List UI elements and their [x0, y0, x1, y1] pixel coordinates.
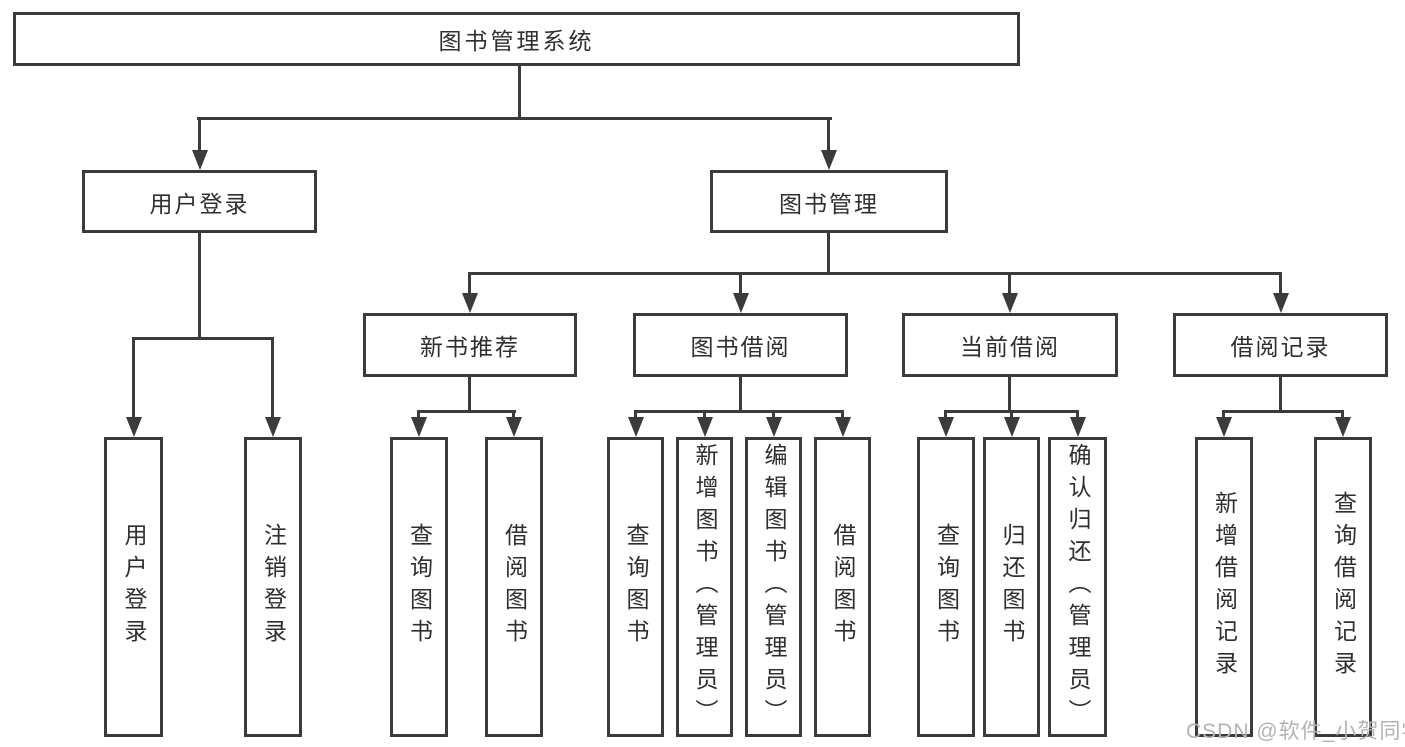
arrow-down-to-leaf-borrow-books-recommend	[512, 410, 515, 417]
node-new-book-recommend: 新书推荐	[363, 313, 577, 377]
arrow-down-to-leaf-return-books	[1010, 410, 1013, 417]
leaf-label: 确认归还（管理员）	[1065, 443, 1091, 731]
connector-user-login-bus	[132, 337, 274, 340]
leaf-label: 查询图书	[623, 523, 649, 651]
connector-current-borrowing-stub	[1008, 377, 1011, 413]
leaf-query-borrow-record: 查询借阅记录	[1314, 437, 1372, 737]
connector-book-borrowing-bus	[634, 410, 844, 413]
arrow-down-to-new-book-recommend	[468, 272, 471, 293]
leaf-label: 查询借阅记录	[1330, 491, 1357, 683]
leaf-query-books-recommend: 查询图书	[390, 437, 448, 737]
leaf-label: 编辑图书（管理员）	[761, 443, 787, 731]
connector-level2-bus	[197, 117, 832, 120]
leaf-query-books-current: 查询图书	[917, 437, 975, 737]
arrow-down-to-leaf-confirm-return	[1076, 410, 1079, 417]
leaf-label: 注销登录	[260, 523, 287, 651]
node-book-borrowing: 图书借阅	[633, 313, 848, 377]
leaf-confirm-return-admin: 确认归还（管理员）	[1048, 437, 1107, 737]
node-borrowing-records: 借阅记录	[1173, 313, 1388, 377]
leaf-borrow-books-borrowing: 借阅图书	[814, 437, 871, 737]
connector-user-login-stub	[198, 233, 201, 340]
leaf-label: 借阅图书	[501, 523, 528, 651]
connector-book-management-stub	[827, 233, 830, 275]
arrow-down-to-leaf-query-books-current	[944, 410, 947, 417]
arrow-down-to-leaf-borrow-books-borrowing	[841, 410, 844, 417]
connector-borrowing-records-stub	[1279, 377, 1282, 413]
leaf-label: 借阅图书	[830, 523, 856, 651]
arrow-down-to-borrowing-records	[1279, 272, 1282, 293]
leaf-edit-books-admin: 编辑图书（管理员）	[745, 437, 802, 737]
leaf-return-books: 归还图书	[983, 437, 1040, 737]
arrow-down-to-leaf-logout	[271, 337, 274, 417]
leaf-query-books-borrowing: 查询图书	[607, 437, 664, 737]
node-user-login: 用户登录	[82, 170, 317, 233]
leaf-label: 归还图书	[999, 523, 1025, 651]
arrow-down-to-current-borrowing	[1008, 272, 1011, 293]
connector-level3-bus	[468, 272, 1282, 275]
arrow-down-to-leaf-query-books-recommend	[417, 410, 420, 417]
leaf-add-books-admin: 新增图书（管理员）	[676, 437, 733, 737]
arrow-down-to-leaf-edit-books	[772, 410, 775, 417]
arrow-down-to-leaf-user-login	[132, 337, 135, 417]
node-current-borrowing: 当前借阅	[902, 313, 1118, 377]
node-root: 图书管理系统	[13, 12, 1020, 66]
arrow-down-to-book-management	[827, 117, 830, 150]
leaf-label: 用户登录	[121, 523, 147, 651]
arrow-down-to-leaf-add-books	[703, 410, 706, 417]
arrow-down-to-leaf-query-books-borrowing	[634, 410, 637, 417]
connector-root-stub	[518, 66, 521, 120]
leaf-logout-login: 注销登录	[244, 437, 302, 737]
connector-new-book-bus	[417, 410, 516, 413]
leaf-borrow-books-recommend: 借阅图书	[485, 437, 543, 737]
leaf-label: 新增借阅记录	[1211, 491, 1238, 683]
leaf-add-borrow-record: 新增借阅记录	[1195, 437, 1253, 737]
node-book-management: 图书管理	[710, 170, 948, 233]
watermark-text: CSDN @软件_小贺同学	[1186, 720, 1405, 743]
arrow-down-to-leaf-query-borrow-record	[1341, 410, 1344, 417]
arrow-down-to-book-borrowing	[739, 272, 742, 293]
connector-new-book-stub	[468, 377, 471, 413]
leaf-label: 查询图书	[933, 523, 960, 651]
leaf-user-login: 用户登录	[104, 437, 163, 737]
leaf-label: 新增图书（管理员）	[692, 443, 718, 731]
arrow-down-to-user-login	[198, 117, 201, 150]
connector-book-borrowing-stub	[739, 377, 742, 413]
leaf-label: 查询图书	[406, 523, 433, 651]
arrow-down-to-leaf-add-borrow-record	[1222, 410, 1225, 417]
connector-borrowing-records-bus	[1222, 410, 1344, 413]
